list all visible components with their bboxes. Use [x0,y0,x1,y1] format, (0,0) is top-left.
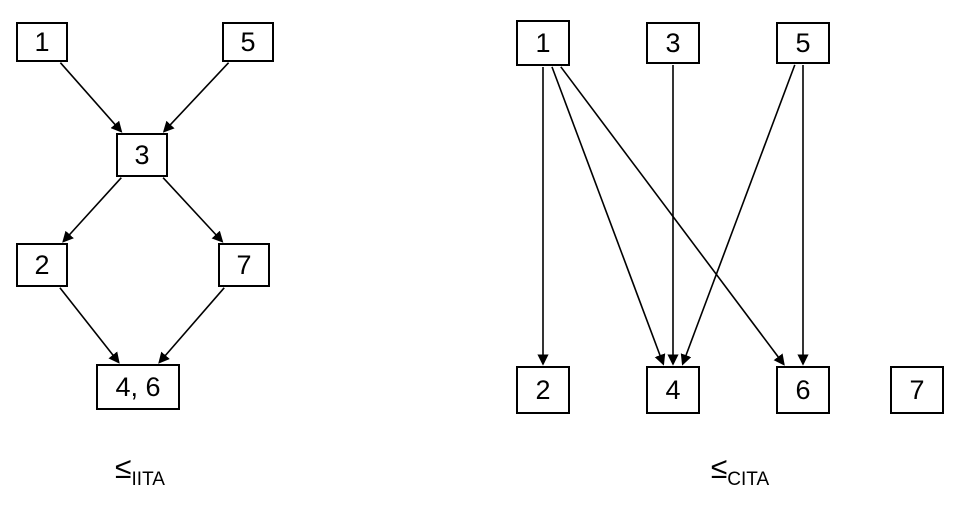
node-cita-3: 3 [646,22,700,64]
node-iita-1: 1 [16,22,68,62]
caption-cita: ≤CITA [640,452,840,491]
edge-iita-2-46 [59,287,120,364]
node-cita-2: 2 [516,366,570,414]
caption-subscript: CITA [727,469,770,490]
edge-cita-5-4 [680,64,796,366]
node-iita-7: 7 [218,243,270,287]
caption-subscript: IITA [131,469,165,490]
node-iita-2: 2 [16,243,68,287]
edge-cita-1-4 [551,66,666,366]
edge-iita-3-7 [162,177,224,243]
node-iita-5: 5 [222,22,274,62]
edge-iita-3-2 [62,177,122,243]
edge-iita-5-3 [162,62,230,133]
node-cita-5: 5 [776,22,830,64]
node-cita-4: 4 [646,366,700,414]
node-cita-7: 7 [890,366,944,414]
edge-iita-1-3 [59,62,123,133]
node-cita-6: 6 [776,366,830,414]
leq-symbol: ≤ [710,452,728,485]
node-iita-3: 3 [116,133,168,177]
edge-iita-7-46 [158,287,225,364]
leq-symbol: ≤ [115,452,132,485]
caption-iita: ≤IITA [40,452,240,491]
node-cita-1: 1 [516,20,570,66]
node-iita-46: 4, 6 [96,364,180,410]
